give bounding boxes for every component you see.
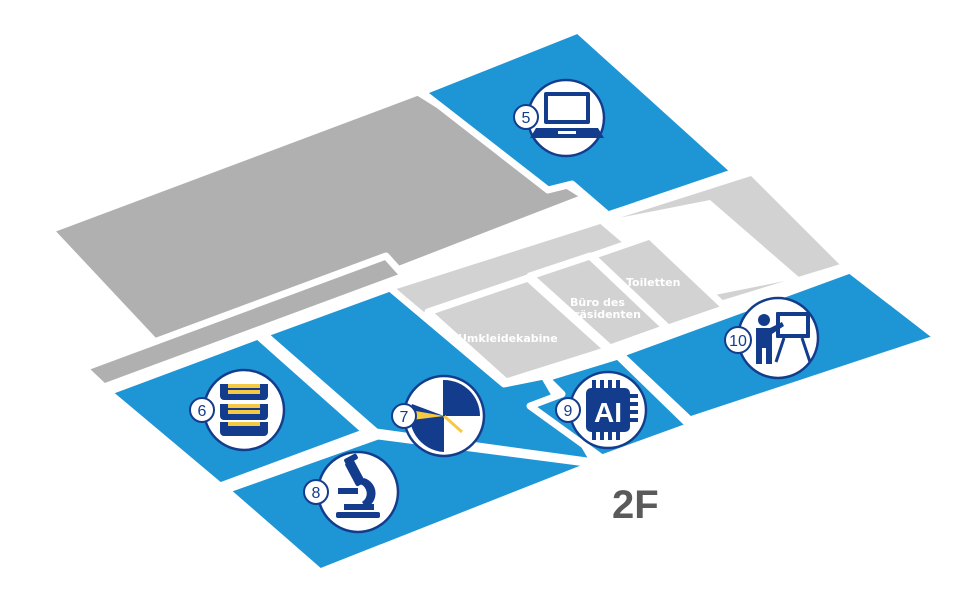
ai-chip-icon: AI bbox=[586, 380, 638, 440]
room-changing[interactable] bbox=[424, 274, 612, 386]
marker-5-number: 5 bbox=[522, 110, 531, 127]
microscope-icon bbox=[336, 453, 380, 518]
floor-label: 2F bbox=[612, 483, 659, 527]
ai-chip-text: AI bbox=[594, 397, 622, 428]
label-president-office-line2: Präsidenten bbox=[566, 308, 641, 321]
marker-6[interactable]: 6 bbox=[189, 368, 286, 452]
marker-6-number: 6 bbox=[198, 403, 207, 420]
label-president-office-line1: Büro des bbox=[570, 296, 625, 309]
marker-8[interactable]: 8 bbox=[303, 450, 400, 534]
marker-7-number: 7 bbox=[400, 409, 409, 426]
laptop-icon bbox=[530, 92, 604, 138]
marker-5[interactable]: 5 bbox=[513, 78, 606, 158]
marker-7[interactable]: 7 bbox=[391, 374, 486, 458]
marker-8-number: 8 bbox=[312, 485, 321, 502]
pie-clock-icon bbox=[409, 380, 480, 452]
marker-10-number: 10 bbox=[729, 333, 747, 350]
room-8[interactable] bbox=[222, 432, 598, 576]
marker-9-number: 9 bbox=[564, 403, 573, 420]
label-toilets: Toiletten bbox=[626, 276, 680, 289]
courtyard bbox=[598, 200, 800, 300]
storage-server-icon bbox=[220, 384, 268, 436]
presentation-icon bbox=[756, 312, 812, 364]
marker-10[interactable]: 10 bbox=[724, 296, 820, 380]
marker-9[interactable]: AI 9 bbox=[555, 370, 648, 450]
label-changing-room: Umkleidekabine bbox=[458, 332, 558, 345]
room-corridor-gray[interactable] bbox=[80, 252, 408, 391]
